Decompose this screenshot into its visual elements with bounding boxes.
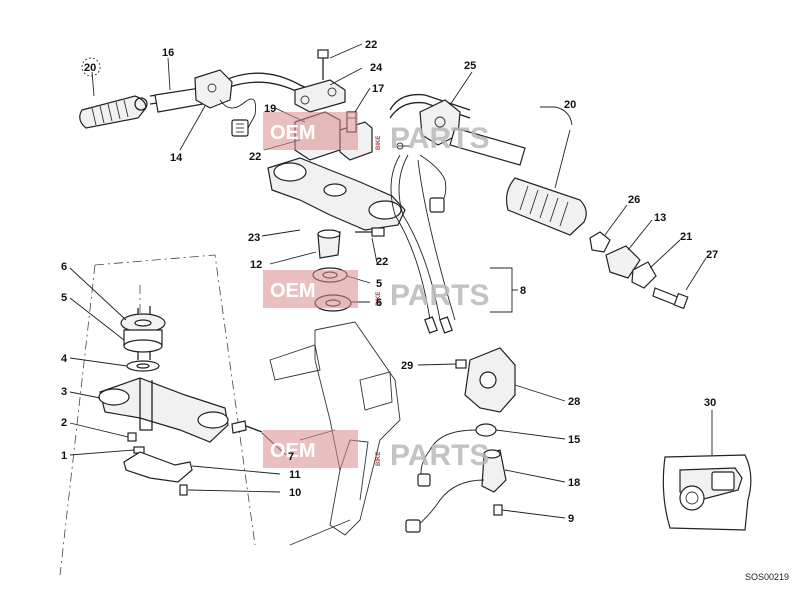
label-1: 1 — [61, 450, 67, 462]
label-12: 12 — [250, 259, 262, 271]
throttle-cables — [390, 142, 456, 334]
label-7: 7 — [288, 451, 294, 463]
label-21: 21 — [680, 231, 692, 243]
watermark-brand-left-2: OEM — [270, 280, 316, 302]
label-15: 15 — [568, 434, 580, 446]
clamp-bolt-top — [317, 49, 329, 80]
label-5-left: 5 — [61, 292, 67, 304]
label-8: 8 — [520, 285, 526, 297]
watermark-brand-left-3: OEM — [270, 440, 316, 462]
left-switch-housing — [194, 69, 256, 137]
label-13: 13 — [654, 212, 666, 224]
label-19: 19 — [264, 103, 276, 115]
bar-end-parts — [589, 231, 689, 310]
watermark-brand-left: OEM — [270, 122, 316, 144]
label-6-left: 6 — [61, 261, 67, 273]
label-2: 2 — [61, 417, 67, 429]
watermark-brand-mid-2: BIKE — [376, 292, 382, 306]
label-25: 25 — [464, 60, 476, 72]
lower-triple-clamp-assembly — [98, 306, 229, 443]
right-grip — [505, 177, 587, 236]
leader-lines — [69, 43, 713, 519]
label-4: 4 — [61, 353, 68, 365]
clamp-bolt-side — [355, 227, 385, 237]
watermark-brand-right: PARTS — [390, 122, 489, 155]
label-17: 17 — [372, 83, 384, 95]
label-20-left: 20 — [84, 62, 96, 74]
left-grip — [79, 95, 148, 129]
label-3: 3 — [61, 386, 67, 398]
label-5-center: 5 — [376, 278, 382, 290]
label-18: 18 — [568, 477, 580, 489]
label-16: 16 — [162, 47, 174, 59]
label-22-side: 22 — [376, 256, 388, 268]
label-30: 30 — [704, 397, 716, 409]
label-24: 24 — [370, 62, 383, 74]
label-6-center: 6 — [376, 297, 382, 309]
small-bolts — [127, 420, 263, 454]
watermark-brand-mid-3: BIKE — [376, 452, 382, 466]
label-20-right: 20 — [564, 99, 576, 111]
label-11: 11 — [289, 469, 301, 481]
frame-outline — [59, 254, 256, 576]
watermark-brand-mid: BIKE — [376, 136, 382, 150]
drawing-code: SOS00219 — [745, 572, 789, 582]
label-10: 10 — [289, 487, 301, 499]
bar-clamp — [294, 79, 346, 113]
watermark-brand-right-2: PARTS — [390, 279, 489, 312]
label-9: 9 — [568, 513, 574, 525]
lock-inset — [662, 454, 752, 531]
label-26: 26 — [628, 194, 640, 206]
watermark: OEM BIKE PARTS OEM BIKE PARTS OEM BIKE P… — [263, 112, 489, 472]
range-brackets — [490, 106, 573, 313]
ignition-bracket — [455, 347, 516, 413]
label-22-riser: 22 — [249, 151, 261, 163]
label-14: 14 — [170, 152, 183, 164]
cover-plate — [123, 451, 193, 496]
callout-labels: 20 16 14 19 22 22 24 17 25 20 26 13 21 2… — [61, 39, 718, 525]
label-27: 27 — [706, 249, 718, 261]
label-22-top: 22 — [365, 39, 377, 51]
label-28: 28 — [568, 396, 580, 408]
label-29: 29 — [401, 360, 413, 372]
right-switch-housing — [419, 99, 526, 166]
upper-triple-clamp — [267, 157, 406, 231]
label-23: 23 — [248, 232, 260, 244]
watermark-brand-right-3: PARTS — [390, 439, 489, 472]
